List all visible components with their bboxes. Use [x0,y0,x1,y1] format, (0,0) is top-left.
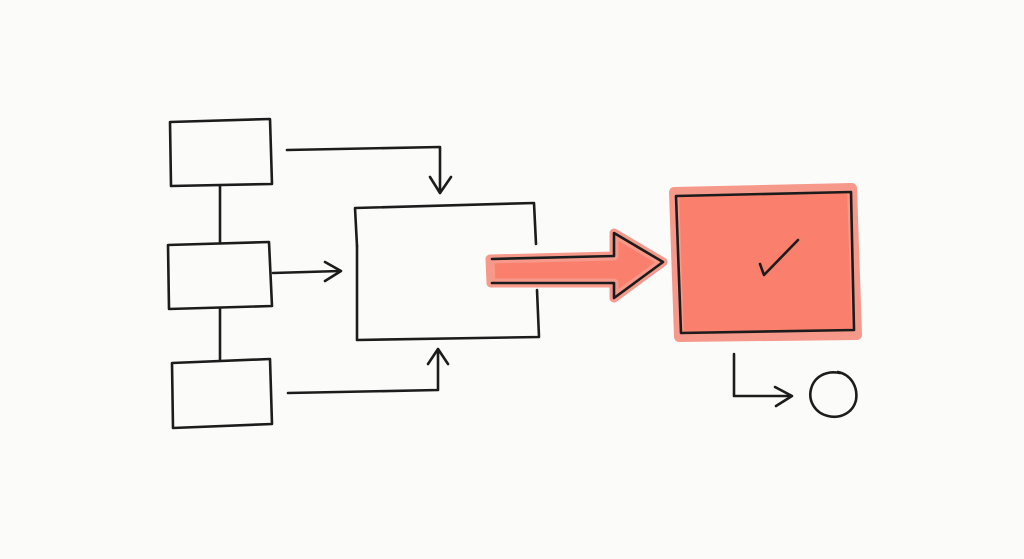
input-box-bottom [170,357,274,430]
arrow-bottom-to-process [286,347,450,395]
highlight-block-arrow [485,228,668,303]
arrow-result-to-end [732,352,794,408]
end-circle [809,370,858,419]
process-box [353,201,541,342]
arrow-top-to-process [285,145,453,195]
checkmark-icon [758,238,800,277]
arrow-middle-to-process [271,260,343,283]
input-box-middle [166,240,274,311]
input-box-top [168,117,274,188]
result-box [669,183,862,342]
